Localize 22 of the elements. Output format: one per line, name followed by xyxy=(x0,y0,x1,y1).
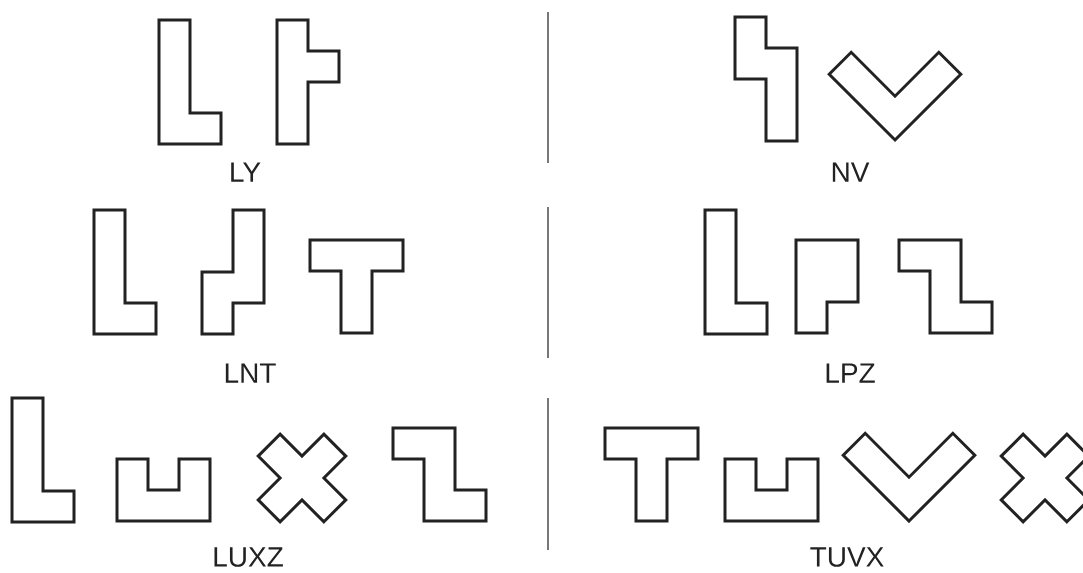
set-label: LY xyxy=(231,162,261,182)
pentomino-shape xyxy=(897,238,994,335)
pentomino-shape xyxy=(391,426,488,523)
pentomino-shape xyxy=(10,396,76,524)
pentomino-shape xyxy=(999,432,1083,524)
pentomino-shape xyxy=(256,432,348,524)
set-label: LNT xyxy=(225,363,276,383)
pentomino-shape xyxy=(115,457,212,523)
set-label: LPZ xyxy=(826,363,875,383)
pentomino-shape xyxy=(157,18,223,146)
pentomino-shape xyxy=(733,15,799,143)
set-label: NV xyxy=(832,162,870,182)
pentomino-shape xyxy=(723,457,820,523)
set-label: LUXZ xyxy=(214,547,283,567)
pentomino-shape xyxy=(308,238,405,335)
pentomino-shape xyxy=(794,238,860,335)
pentomino-shape xyxy=(200,208,266,336)
pentomino-shape xyxy=(703,208,769,336)
pentomino-shape xyxy=(603,426,700,523)
set-label: TUVX xyxy=(810,547,884,567)
pentomino-shape xyxy=(275,18,341,146)
pentomino-shape xyxy=(92,208,158,336)
